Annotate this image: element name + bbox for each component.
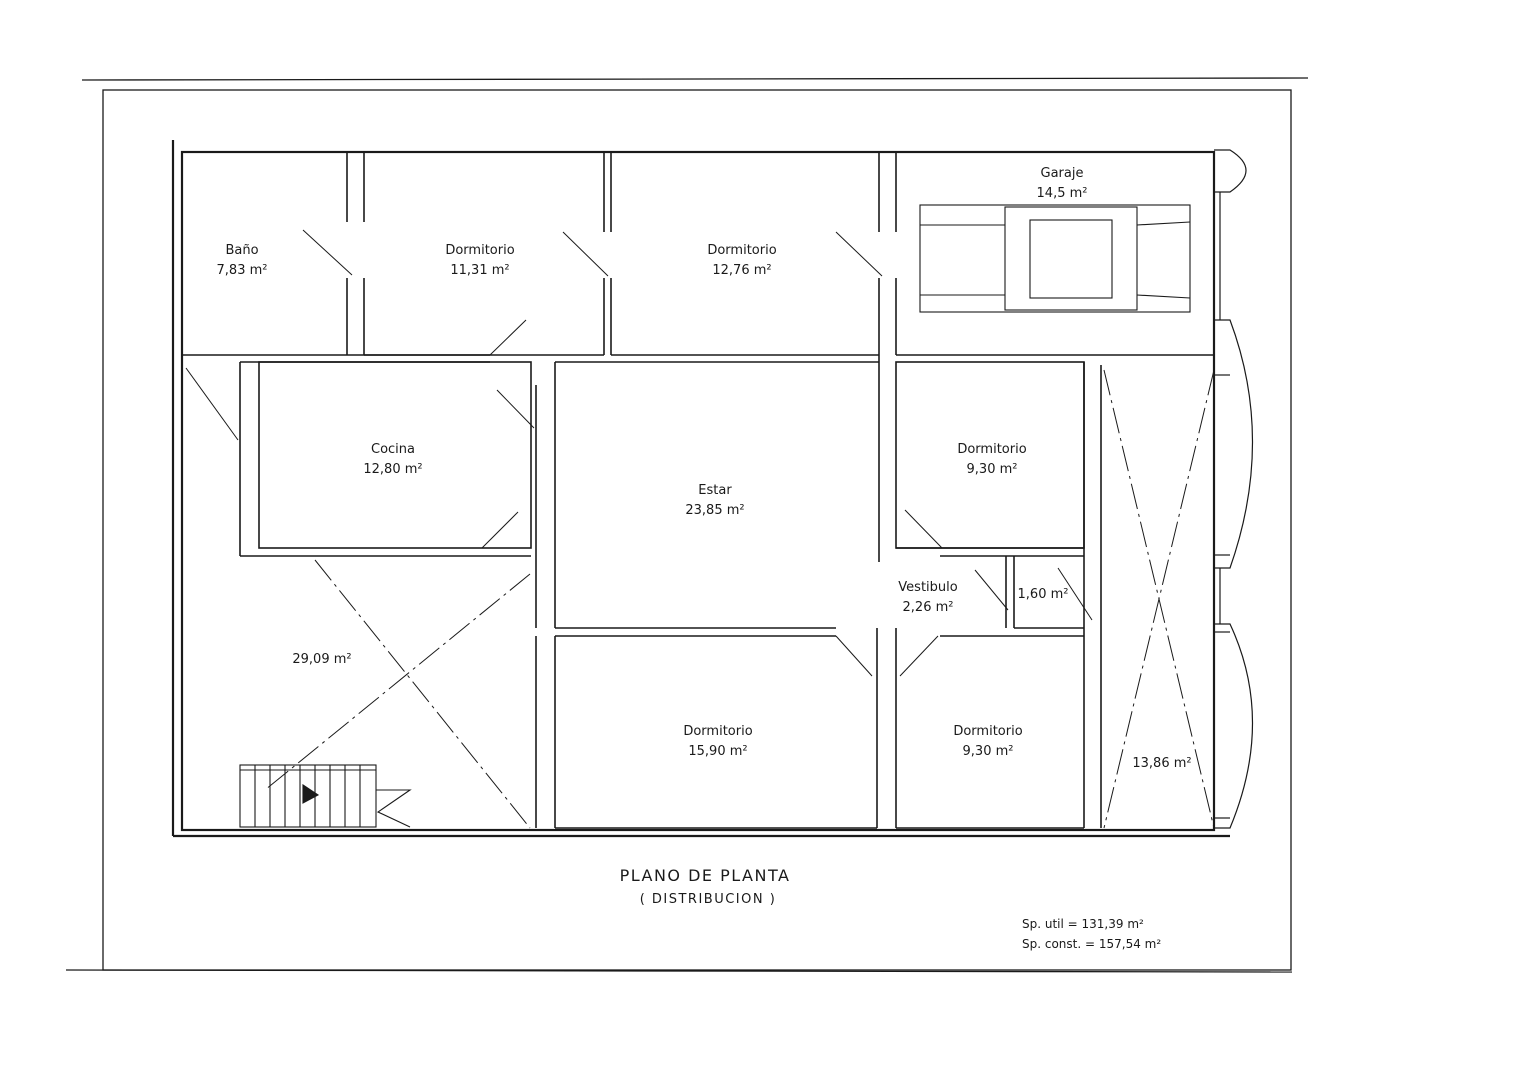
room-label-aseo: 1,60 m² <box>1017 587 1069 602</box>
sheet-top-line <box>81 77 1309 81</box>
outer-walls <box>171 140 1230 838</box>
sheet-frame <box>102 89 1292 971</box>
built-area: Sp. const. = 157,54 m² <box>1022 937 1162 951</box>
room-label-patio: 29,09 m² <box>292 652 352 667</box>
area-totals: Sp. util = 131,39 m² Sp. const. = 157,54… <box>1022 914 1161 954</box>
open-space-diagonals <box>264 369 1215 829</box>
sheet-bottom-line <box>65 969 1293 973</box>
staircase <box>239 764 412 828</box>
right-side-windows <box>1214 149 1254 829</box>
plan-title: PLANO DE PLANTA <box>619 866 791 885</box>
room-label-terraza: 13,86 m² <box>1132 756 1192 771</box>
garage-car-outline <box>919 204 1191 313</box>
door-swings <box>185 229 1093 677</box>
interior-walls <box>182 152 1214 829</box>
useful-area: Sp. util = 131,39 m² <box>1022 917 1144 931</box>
plan-subtitle: ( DISTRIBUCION ) <box>639 892 777 907</box>
